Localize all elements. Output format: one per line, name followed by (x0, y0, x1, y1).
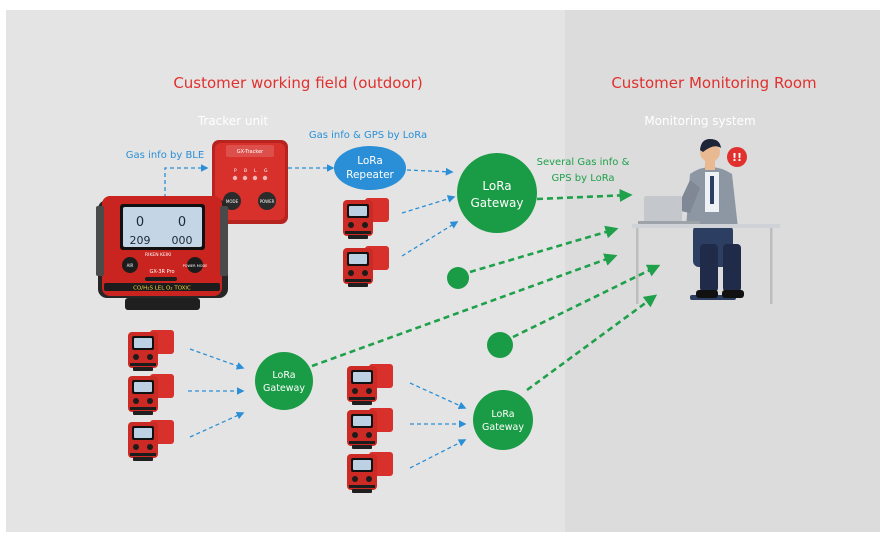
ble-arrow (164, 164, 209, 198)
gx-gas-bar: CO/H₂S LEL O₂ TOXIC (133, 286, 191, 292)
gateway-right-label-line2: Gateway (482, 422, 524, 433)
gx-screen-value-3: 209 (130, 234, 151, 247)
remote-gateway-dot-2 (487, 332, 513, 358)
gx-air-label: AIR (127, 263, 134, 268)
blue-arrows (164, 164, 467, 469)
tracker-unit-label: Tracker unit (197, 114, 269, 128)
left-gateway-to-monitor-arrow (311, 253, 618, 368)
several-gas-label-line1: Several Gas info & (537, 157, 630, 168)
left-device-arrow-3 (189, 412, 245, 438)
device-to-gateway-arrow-1 (401, 195, 456, 214)
room-panel (565, 10, 880, 532)
laptop-screen (644, 196, 682, 222)
gateway-left-label-line2: Gateway (263, 383, 305, 394)
ble-label: Gas info by BLE (126, 150, 204, 161)
lora-repeater-node: LoRa Repeater (334, 146, 406, 190)
gx-model: GX-3R Pro (149, 269, 174, 275)
small-devices (128, 198, 393, 493)
tracker-led-label-g: G (264, 168, 268, 174)
gx-screen-value-4: 000 (172, 234, 193, 247)
gas-detector-unit (128, 374, 174, 415)
gx-screen-value-1: 0 (136, 215, 144, 230)
gas-detector-unit (347, 452, 393, 493)
gateway-to-monitor-arrow (536, 188, 633, 202)
repeater-to-gateway-arrow (406, 167, 454, 176)
gx-power-mode-label: POWER MODE (183, 264, 208, 268)
gateway-main-label-line1: LoRa (482, 179, 511, 193)
tracker-mode-button (223, 192, 241, 210)
gx-brand: RIKEN KEIKI (145, 252, 171, 258)
lora-gateway-right-node: LoRa Gateway (473, 390, 533, 450)
desk (632, 196, 780, 304)
gx-screen-value-2: 0 (178, 215, 186, 230)
dot-to-monitor-arrow-2 (512, 264, 661, 339)
gas-detector-unit (128, 330, 174, 371)
gx-air-button (122, 257, 138, 273)
gx-3r-pro-device: 0 0 209 000 RIKEN KEIKI AIR POWER MODE G… (96, 196, 228, 310)
tracker-led-label-p: P (234, 168, 237, 174)
gateway-right-label-line1: LoRa (491, 409, 514, 420)
room-heading: Customer Monitoring Room (611, 74, 816, 92)
remote-gateway-dot-1 (447, 267, 469, 289)
alert-icon: !! (732, 151, 742, 164)
gas-detector-unit (128, 420, 174, 461)
right-gateway-to-monitor-arrow (526, 294, 658, 392)
tracker-mode-label: MODE (226, 199, 239, 204)
field-heading: Customer working field (outdoor) (173, 74, 422, 92)
gx-power-mode-button (187, 257, 203, 273)
gateway-main-label-line2: Gateway (470, 196, 523, 210)
several-gas-label-line2: GPS by LoRa (551, 173, 614, 184)
right-device-arrow-1 (409, 382, 467, 409)
tracker-power-label: POWER (260, 199, 275, 204)
gateway-left-label-line1: LoRa (272, 370, 295, 381)
monitoring-person (676, 139, 744, 300)
gps-lora-label: Gas info & GPS by LoRa (309, 130, 427, 141)
gx-screen (123, 207, 202, 247)
tracker-led-label-b: B (244, 168, 247, 174)
gas-detector-unit (343, 198, 389, 239)
repeater-label-line1: LoRa (357, 155, 383, 167)
lora-gateway-left-node: LoRa Gateway (255, 352, 313, 410)
alert-badge: !! (727, 147, 747, 167)
gas-detector-unit (347, 408, 393, 449)
tracker-title: GX-Tracker (237, 149, 264, 155)
left-device-arrow-1 (189, 348, 245, 370)
tracker-power-button (258, 192, 276, 210)
green-arrows (311, 188, 661, 392)
repeater-label-line2: Repeater (346, 169, 394, 181)
lora-gateway-main-node: LoRa Gateway (457, 153, 537, 233)
gx-tracker-device: GX-Tracker P B L G MODE POWER (212, 140, 288, 224)
gas-detector-unit (343, 246, 389, 287)
right-device-arrow-3 (409, 439, 467, 469)
gas-detector-unit (347, 364, 393, 405)
device-to-gateway-arrow-2 (401, 221, 459, 257)
monitoring-system-label: Monitoring system (644, 114, 755, 128)
tracker-led-label-l: L (254, 168, 257, 174)
dot-to-monitor-arrow-1 (469, 225, 619, 274)
